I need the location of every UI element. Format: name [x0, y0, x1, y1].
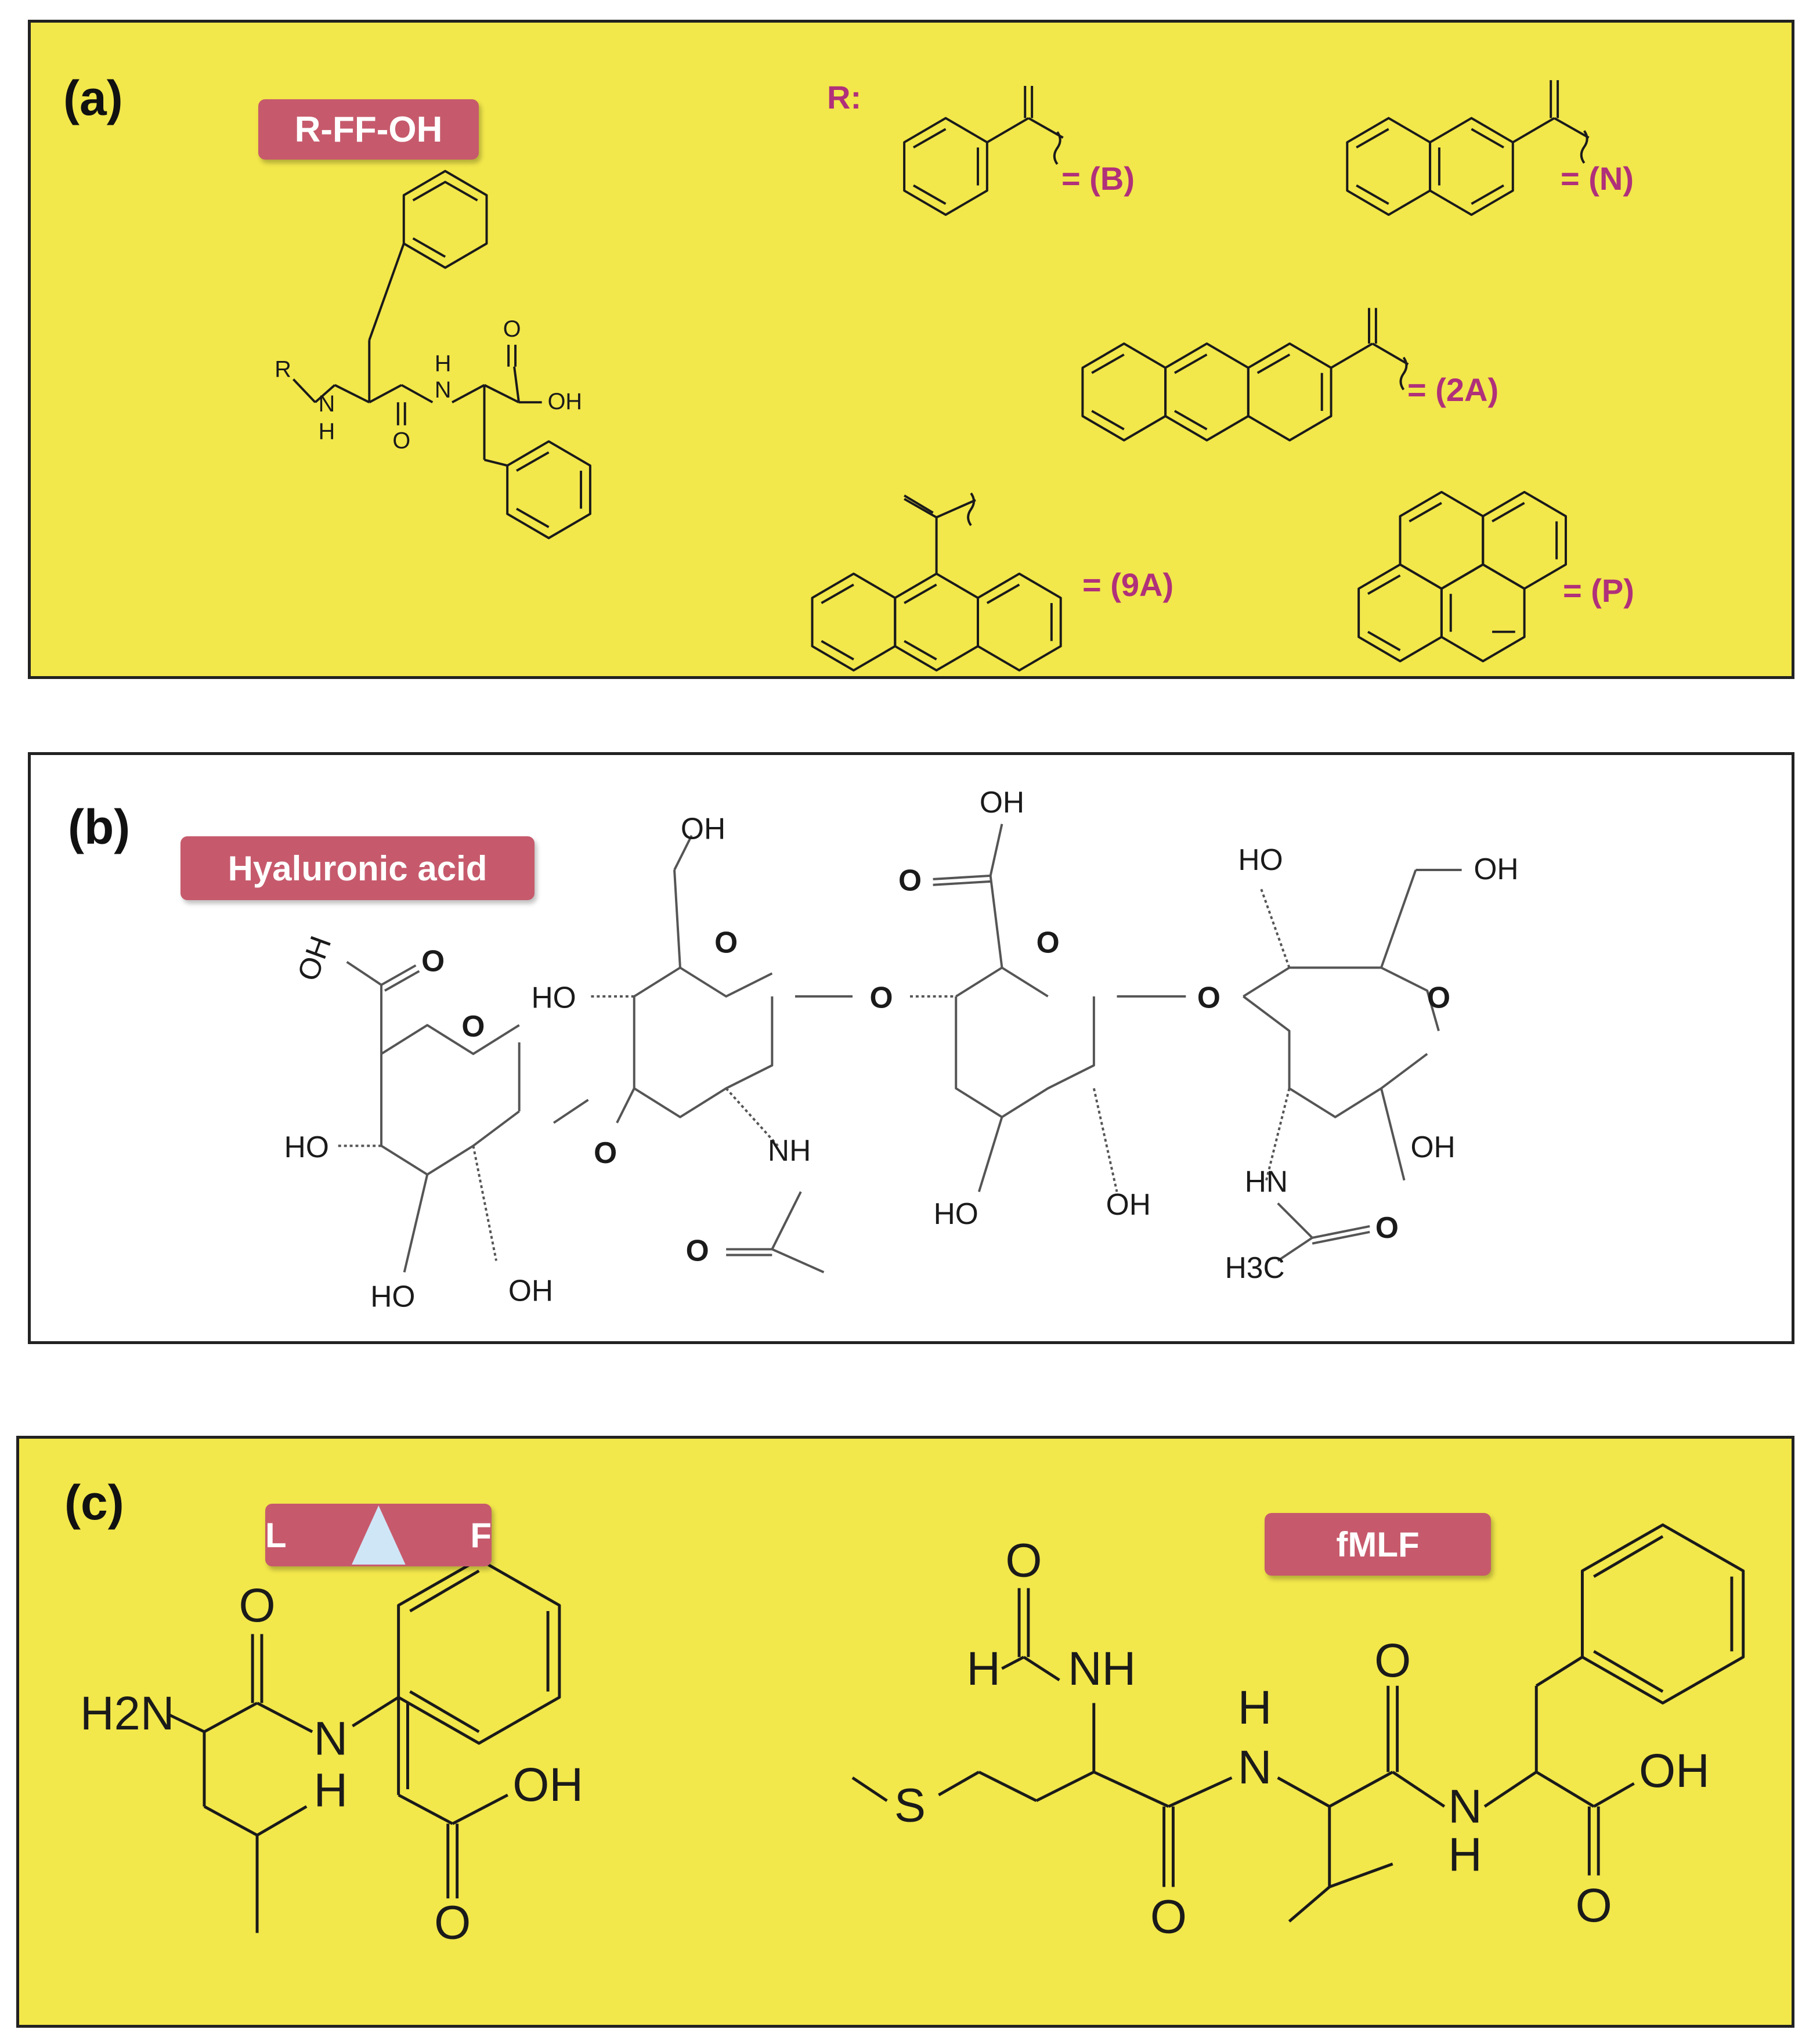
tag-hyaluronic-acid: Hyaluronic acid: [180, 836, 535, 900]
panel-a-structures: R N H O H N O OH: [275, 80, 1590, 672]
f-h-formyl: H: [966, 1643, 1001, 1695]
benzoyl-ring: [903, 117, 988, 216]
f-s: S: [894, 1779, 926, 1832]
tag-f-text: F: [470, 1515, 492, 1555]
phe1-inner: [412, 180, 478, 202]
panel-b-label: (b): [68, 800, 131, 854]
c-n: N: [313, 1713, 348, 1765]
b-ho3: HO: [531, 981, 576, 1014]
tag-fmlf: fMLF: [1265, 1513, 1491, 1576]
c-o-top: O: [239, 1580, 275, 1632]
r-bond: [292, 378, 316, 403]
c-h: H: [313, 1765, 348, 1817]
label-p: = (P): [1563, 572, 1634, 609]
tag-r-ff-oh: R-FF-OH: [258, 99, 479, 160]
f-n-leu: N: [1238, 1742, 1272, 1794]
b-ho4: HO: [934, 1197, 978, 1230]
b-oh5: OH: [1410, 1130, 1455, 1164]
label-n: = (N): [1561, 160, 1634, 197]
atom-n1: N: [319, 391, 335, 417]
tag-l-text: L: [265, 1515, 287, 1555]
atom-oh: OH: [548, 389, 582, 414]
f-o-formyl: O: [1005, 1535, 1042, 1587]
b-h3c: H3C: [1225, 1251, 1285, 1284]
f-n-phe: N: [1448, 1781, 1482, 1833]
b-oh-acid1: OH: [291, 931, 338, 985]
r-prefix: R:: [827, 79, 862, 115]
label-b: = (B): [1061, 160, 1135, 197]
b-o-acetyl2: O: [1375, 1211, 1399, 1244]
b-ring-o1: O: [461, 1009, 485, 1043]
b-oh4: OH: [1106, 1187, 1151, 1221]
atom-h2: H: [435, 351, 452, 377]
panel-b: OH O O HO HO OH O OH O HO NH O O OH O O …: [28, 752, 1794, 1344]
panel-a-label: (a): [63, 71, 123, 125]
b-ho5: HO: [1238, 843, 1283, 876]
b-ring-o2: O: [714, 926, 738, 959]
c-o-bot: O: [434, 1897, 471, 1949]
atom-o2: O: [503, 316, 521, 342]
panel-c: O H2N N H OH O O H NH S O H N O N H OH O…: [16, 1436, 1794, 2028]
phe1-ring: [402, 169, 488, 269]
b-ho2: HO: [370, 1280, 415, 1313]
f-o-leu: O: [1374, 1635, 1411, 1687]
panel-c-structures: O H2N N H OH O O H NH S O H N O N H OH O: [80, 1523, 1745, 1949]
atom-r: R: [275, 357, 291, 382]
b-oh-ch2: OH: [681, 812, 725, 846]
b-ring-o4: O: [1427, 981, 1450, 1014]
b-ho1: HO: [284, 1130, 329, 1164]
b-link-o1: O: [594, 1136, 617, 1169]
f-o-phe: O: [1576, 1880, 1612, 1932]
b-oh-acid2: OH: [980, 785, 1024, 819]
f-h-phe: H: [1448, 1829, 1482, 1882]
f-oh: OH: [1639, 1745, 1710, 1797]
phe2-ring: [506, 440, 591, 540]
panel-c-label: (c): [64, 1475, 124, 1530]
c-h2n: H2N: [80, 1688, 174, 1740]
panel-a: R N H O H N O OH (a) R-FF-OH R: = (B) = …: [28, 20, 1794, 679]
atom-o1: O: [392, 428, 410, 453]
label-2a: = (2A): [1407, 371, 1499, 408]
b-o-acid2: O: [898, 864, 922, 897]
c-oh: OH: [512, 1759, 583, 1811]
b-link-o2: O: [869, 981, 893, 1014]
f-nh-formyl: NH: [1068, 1643, 1136, 1695]
b-ring-o3: O: [1037, 926, 1060, 959]
atom-n2: N: [435, 377, 452, 403]
panel-b-structure: OH O O HO HO OH O OH O HO NH O O OH O O …: [284, 785, 1519, 1313]
b-o-acetyl1: O: [686, 1233, 709, 1267]
b-link-o3: O: [1197, 981, 1220, 1014]
b-oh-ch2b: OH: [1474, 852, 1518, 886]
delta-triangle-icon: [351, 1505, 406, 1565]
b-hn2: HN: [1245, 1165, 1288, 1198]
label-9a: = (9A): [1082, 566, 1174, 603]
b-nh1: NH: [768, 1133, 811, 1167]
tag-l-delta-f: L F: [265, 1504, 492, 1566]
atom-h1: H: [319, 419, 335, 445]
b-o-acid1: O: [421, 944, 445, 977]
f-o-met: O: [1150, 1891, 1187, 1944]
b-oh2: OH: [508, 1274, 553, 1308]
f-h-leu: H: [1238, 1682, 1272, 1734]
